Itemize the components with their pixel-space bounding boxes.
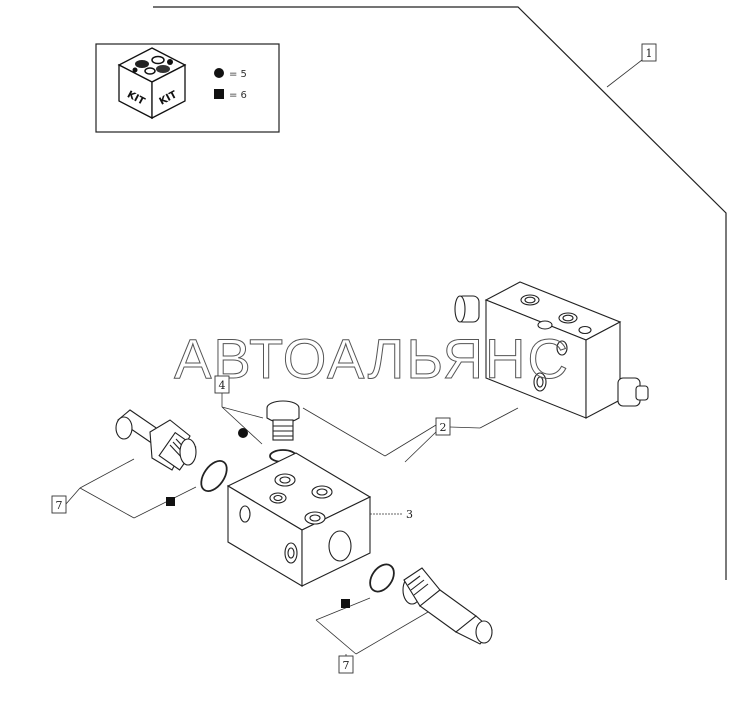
square-kit-marker-icon	[341, 599, 350, 608]
callout-3[interactable]: 3	[370, 508, 413, 521]
kit-legend-box: KIT KIT = 5 = 6	[95, 43, 280, 133]
circle-kit-marker-icon	[238, 428, 248, 438]
square-kit-marker-icon	[214, 89, 224, 99]
svg-text:4: 4	[219, 379, 226, 392]
svg-text:3: 3	[406, 508, 413, 521]
svg-text:7: 7	[56, 499, 63, 512]
callout-7-bottom[interactable]: 7	[315, 597, 429, 674]
part-7-bottom-cartridge[interactable]	[365, 560, 493, 645]
part-4-plug[interactable]	[266, 400, 300, 463]
svg-text:7: 7	[343, 659, 350, 672]
assembly-bracket	[153, 6, 727, 580]
svg-text:2: 2	[440, 421, 447, 434]
square-kit-text: = 6	[229, 90, 247, 101]
callout-2[interactable]: 2	[302, 407, 519, 463]
part-3-manifold-block[interactable]	[226, 452, 372, 587]
callout-7-left[interactable]: 7	[51, 458, 197, 519]
square-kit-marker-icon	[166, 497, 175, 506]
callout-4[interactable]: 4	[214, 375, 264, 445]
part-7-left-cartridge[interactable]	[115, 409, 232, 496]
svg-text:1: 1	[646, 47, 653, 60]
circle-kit-text: = 5	[229, 69, 247, 80]
circle-kit-marker-icon	[214, 68, 224, 78]
kit-box-icon: KIT KIT	[117, 47, 187, 120]
watermark-text: АВТОАЛЬЯНС	[174, 327, 570, 390]
callout-1[interactable]: 1	[606, 43, 657, 88]
part-2-valve-block[interactable]	[454, 281, 649, 419]
